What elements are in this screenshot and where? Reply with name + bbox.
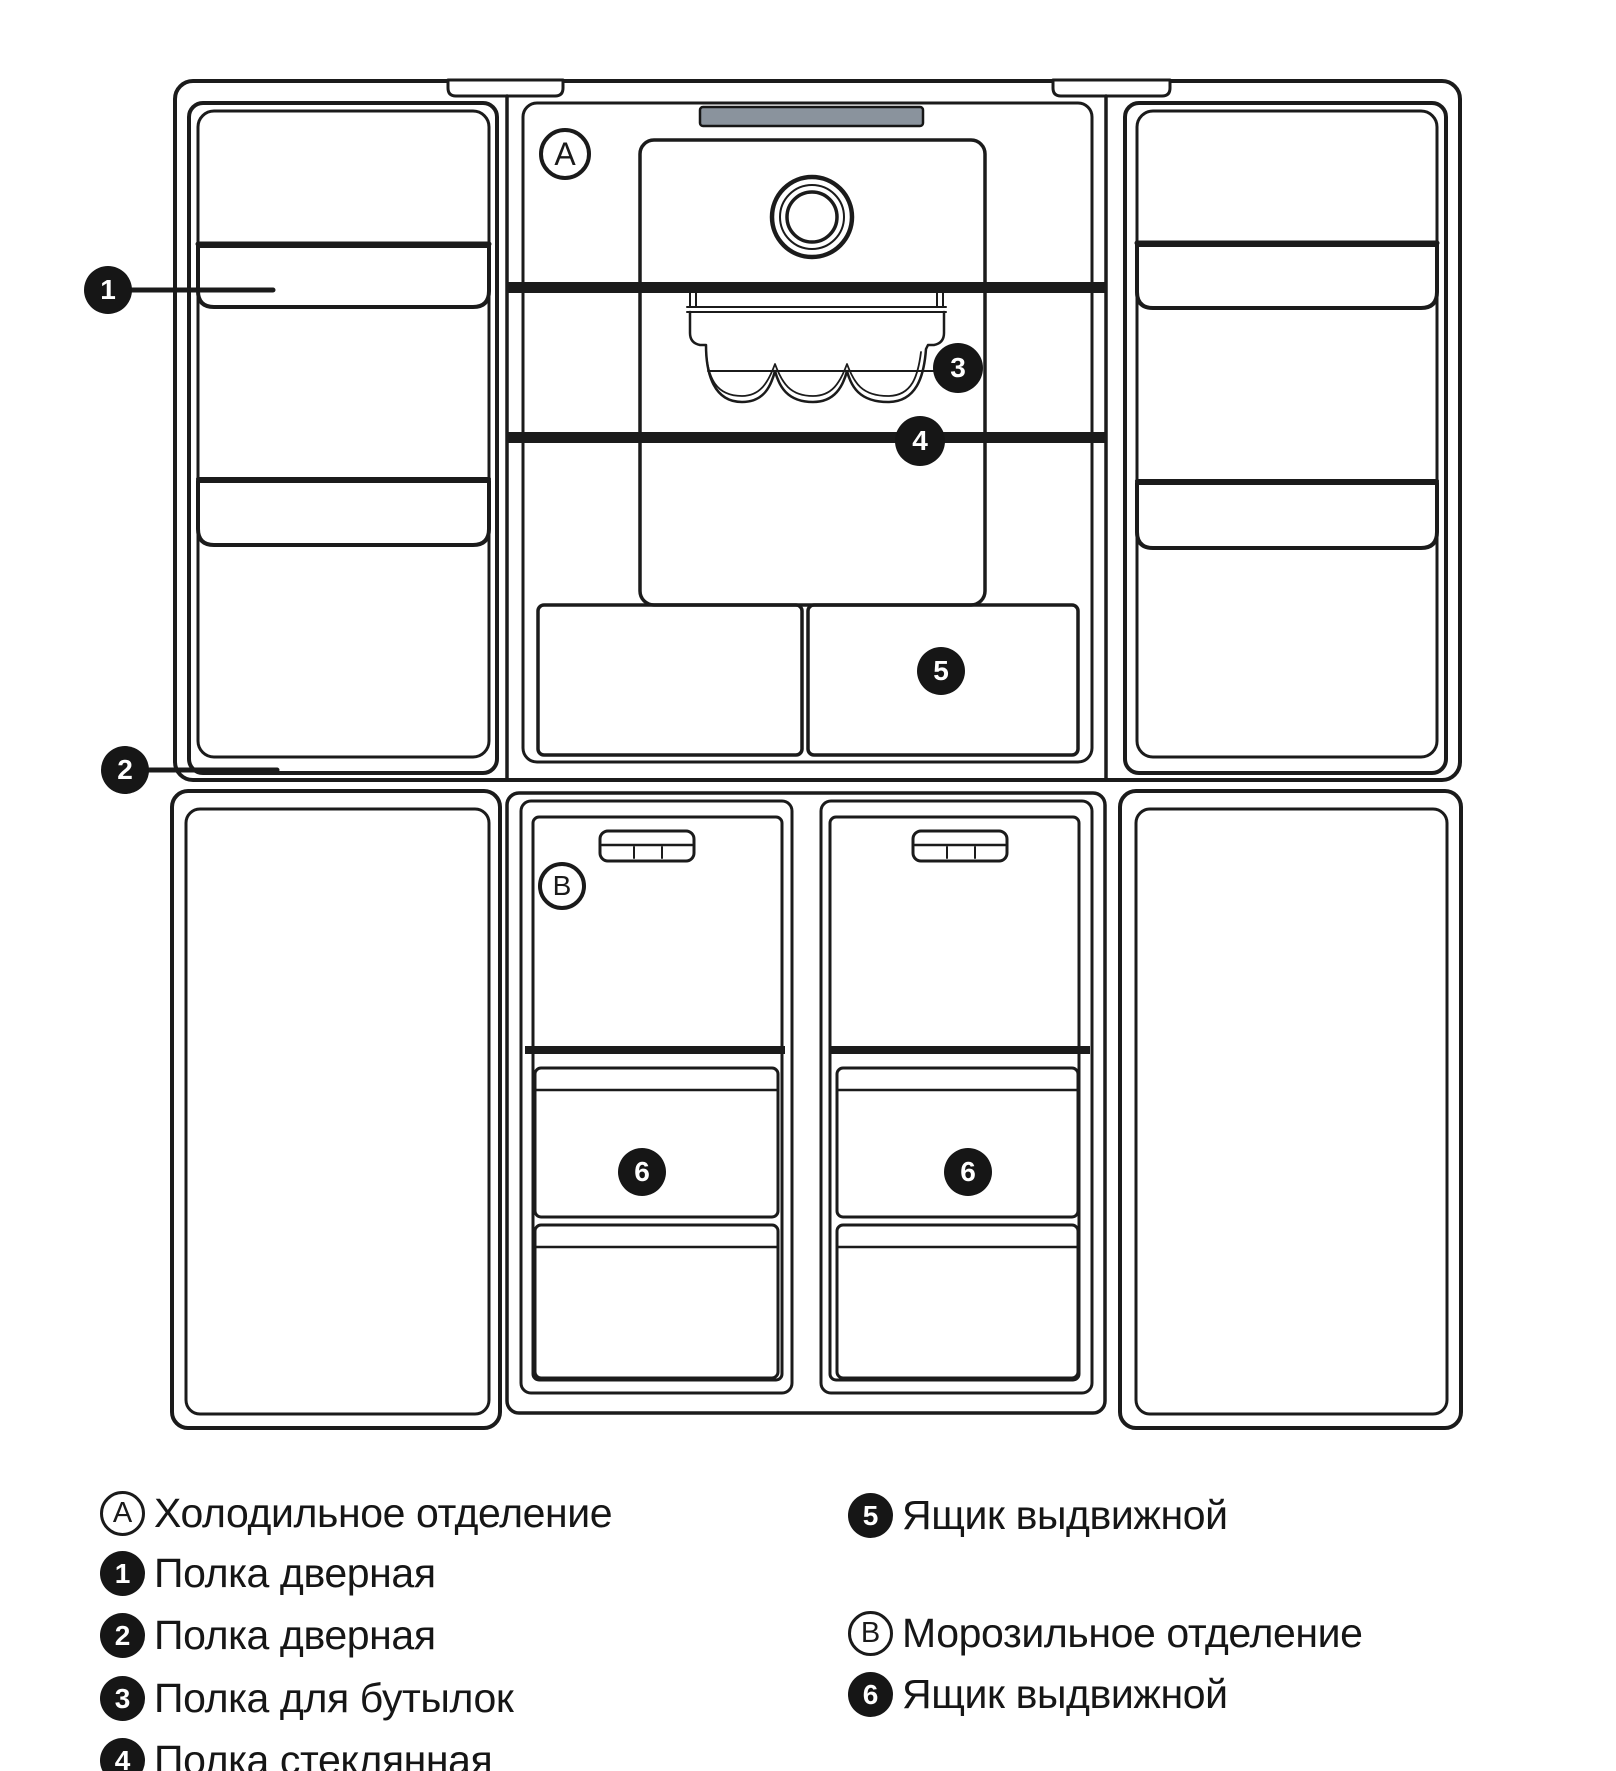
fridge-diagram: [105, 78, 1463, 1430]
callout-3-badge: 3: [933, 343, 983, 393]
legend-badge-6: 6: [848, 1672, 893, 1717]
hinge-cover-left: [446, 78, 565, 98]
callout-b-badge: B: [538, 862, 586, 910]
freezer-compartment-left: [519, 799, 794, 1395]
callout-5-badge: 5: [917, 647, 965, 695]
fridge-drawer-left: [536, 603, 804, 757]
legend-label: Морозильное отделение: [902, 1610, 1363, 1656]
legend-badge-5: 5: [848, 1493, 893, 1538]
vent-grille-left: [598, 829, 696, 863]
legend-row-5: 5 Ящик выдвижной: [848, 1492, 1228, 1539]
freezer-drawer: [835, 1066, 1080, 1219]
freezer-drawer: [533, 1066, 780, 1219]
fridge-door-right: [1123, 101, 1448, 775]
legend-row-6: 6 Ящик выдвижной: [848, 1671, 1228, 1718]
legend-row-1: 1 Полка дверная: [100, 1550, 436, 1597]
legend-row-b: B Морозильное отделение: [848, 1610, 1363, 1657]
fan-icon: [769, 174, 855, 260]
callout-6-left-badge: 6: [618, 1148, 666, 1196]
glass-shelf-line: [508, 432, 1105, 443]
vent-grille-right: [911, 829, 1009, 863]
shelf-line-upper: [508, 282, 1105, 293]
freezer-section: [170, 789, 1463, 1430]
freezer-drawer: [835, 1223, 1080, 1380]
legend-label: Ящик выдвижной: [902, 1492, 1228, 1538]
fridge-drawer-right: [806, 603, 1080, 757]
legend-badge-a: A: [100, 1491, 145, 1536]
legend-label: Полка дверная: [154, 1612, 436, 1658]
legend-label: Полка дверная: [154, 1550, 436, 1596]
door-shelf-1: [196, 244, 491, 309]
legend-row-2: 2 Полка дверная: [100, 1612, 436, 1659]
bottle-rack: [686, 292, 947, 404]
legend-label: Полка для бутылок: [154, 1675, 514, 1721]
legend-row-4: 4 Полка стеклянная: [100, 1737, 493, 1771]
door-shelf-4: [1135, 481, 1439, 550]
door-shelf-2: [196, 479, 491, 547]
legend-badge-1: 1: [100, 1551, 145, 1596]
legend-badge-3: 3: [100, 1676, 145, 1721]
freezer-drawer: [533, 1223, 780, 1380]
callout-6-right-badge: 6: [944, 1148, 992, 1196]
freezer-compartment-right: [819, 799, 1094, 1395]
freezer-door-left: [170, 789, 502, 1430]
legend-badge-b: B: [848, 1611, 893, 1656]
callout-1-badge: 1: [84, 266, 132, 314]
callout-4-badge: 4: [895, 416, 945, 466]
fridge-compartment: [508, 101, 1105, 764]
freezer-door-right: [1118, 789, 1463, 1430]
legend-label: Ящик выдвижной: [902, 1671, 1228, 1717]
hinge-cover-right: [1051, 78, 1172, 98]
legend-row-3: 3 Полка для бутылок: [100, 1675, 514, 1722]
display-panel: [698, 105, 925, 128]
callout-2-badge: 2: [101, 746, 149, 794]
callout-a-badge: A: [539, 128, 591, 180]
freezer-cabinet: [505, 791, 1107, 1415]
legend-row-a: A Холодильное отделение: [100, 1490, 613, 1537]
legend-label: Полка стеклянная: [154, 1737, 493, 1771]
legend-badge-2: 2: [100, 1613, 145, 1658]
legend-badge-4: 4: [100, 1738, 145, 1771]
legend-label: Холодильное отделение: [154, 1490, 613, 1536]
door-shelf-3: [1135, 243, 1439, 310]
fridge-door-left: [187, 101, 499, 775]
